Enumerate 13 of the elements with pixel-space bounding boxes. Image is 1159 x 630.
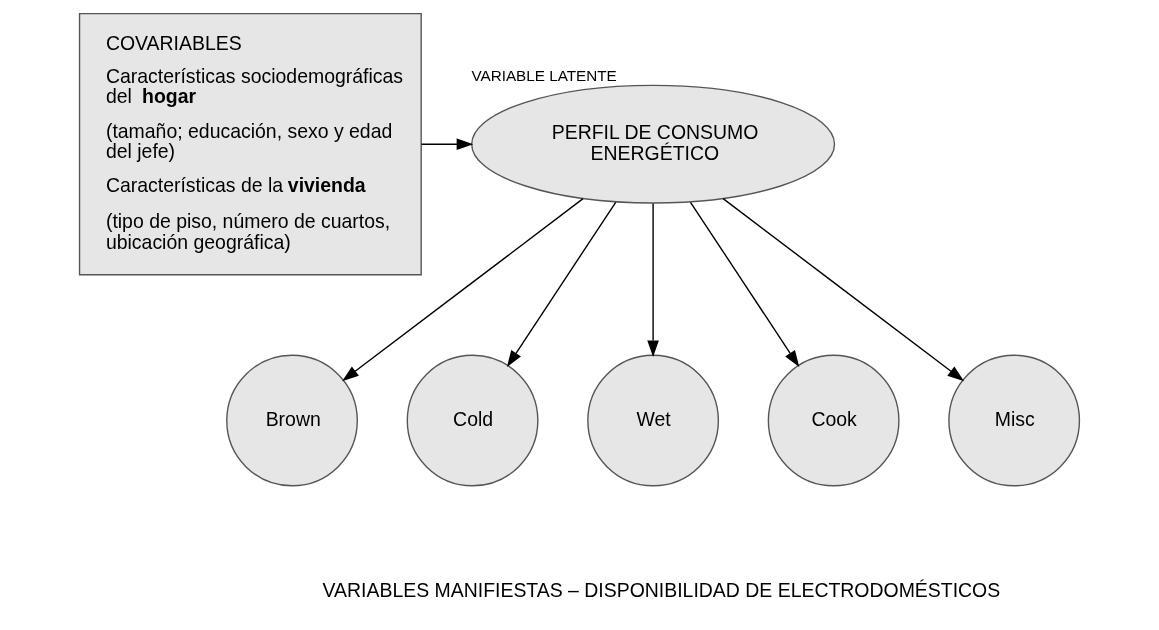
- node-ellipse: PERFIL DE CONSUMO ENERGÉTICO: [471, 84, 836, 204]
- arrow: [420, 138, 474, 151]
- node-circle: Cook: [767, 354, 900, 487]
- node-box: COVARIABLES Características sociodemográficas del hogar (tamaño; educación, sexo y edad del jefe) Características de la vivienda (tipo de piso, número de cuartos, ubicación geográfica): [78, 12, 422, 276]
- node-circle: Cold: [406, 354, 539, 487]
- arrow: [689, 201, 800, 368]
- arrow: [647, 202, 659, 358]
- arrow: [506, 201, 617, 368]
- arrow: [722, 197, 965, 382]
- node-circle: Wet: [587, 354, 720, 487]
- arrow: [342, 197, 584, 382]
- node-label: VARIABLE LATENTE: [471, 66, 617, 84]
- label: VARIABLES MANIFIESTAS – DISPONIBILIDAD DE ELECTRODOMÉSTICOS: [322, 578, 1001, 601]
